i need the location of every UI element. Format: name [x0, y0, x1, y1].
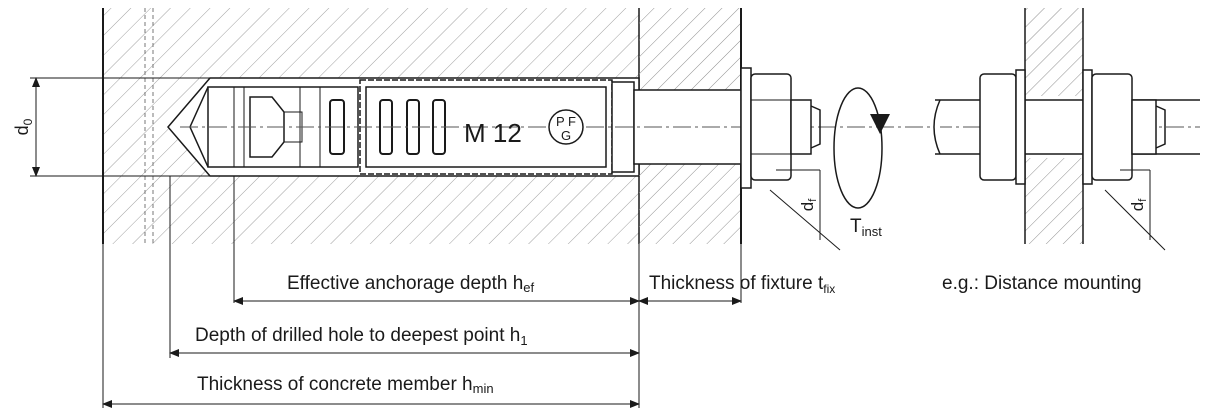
dimension-lines: [102, 297, 742, 408]
anchor-stamp: P F G: [548, 109, 584, 145]
caption-distance-mounting: e.g.: Distance mounting: [942, 273, 1142, 294]
washer-and-nut: [740, 67, 821, 189]
torque-label: Tinst: [850, 216, 882, 239]
clearance-label-main: df: [798, 198, 819, 211]
extension-lines: [102, 176, 742, 408]
stamp-bottom-text: G: [561, 128, 571, 143]
torque-arrow: [833, 87, 890, 209]
effective-depth-label: Effective anchorage depth hef: [287, 273, 535, 295]
bore-diameter-label: d0: [12, 118, 35, 135]
member-thickness-label: Thickness of concrete member hmin: [197, 374, 494, 396]
drilled-hole-depth-label: Depth of drilled hole to deepest point h…: [195, 325, 528, 348]
fixture-thickness-label: Thickness of fixture tfix: [649, 273, 835, 296]
stamp-top-text: P F: [556, 114, 576, 129]
clearance-dim-main: [769, 169, 841, 251]
clearance-label-detail: df: [1128, 198, 1149, 211]
anchor-size-marking: M 12: [464, 118, 522, 148]
distance-mounting-detail: [933, 8, 1200, 251]
